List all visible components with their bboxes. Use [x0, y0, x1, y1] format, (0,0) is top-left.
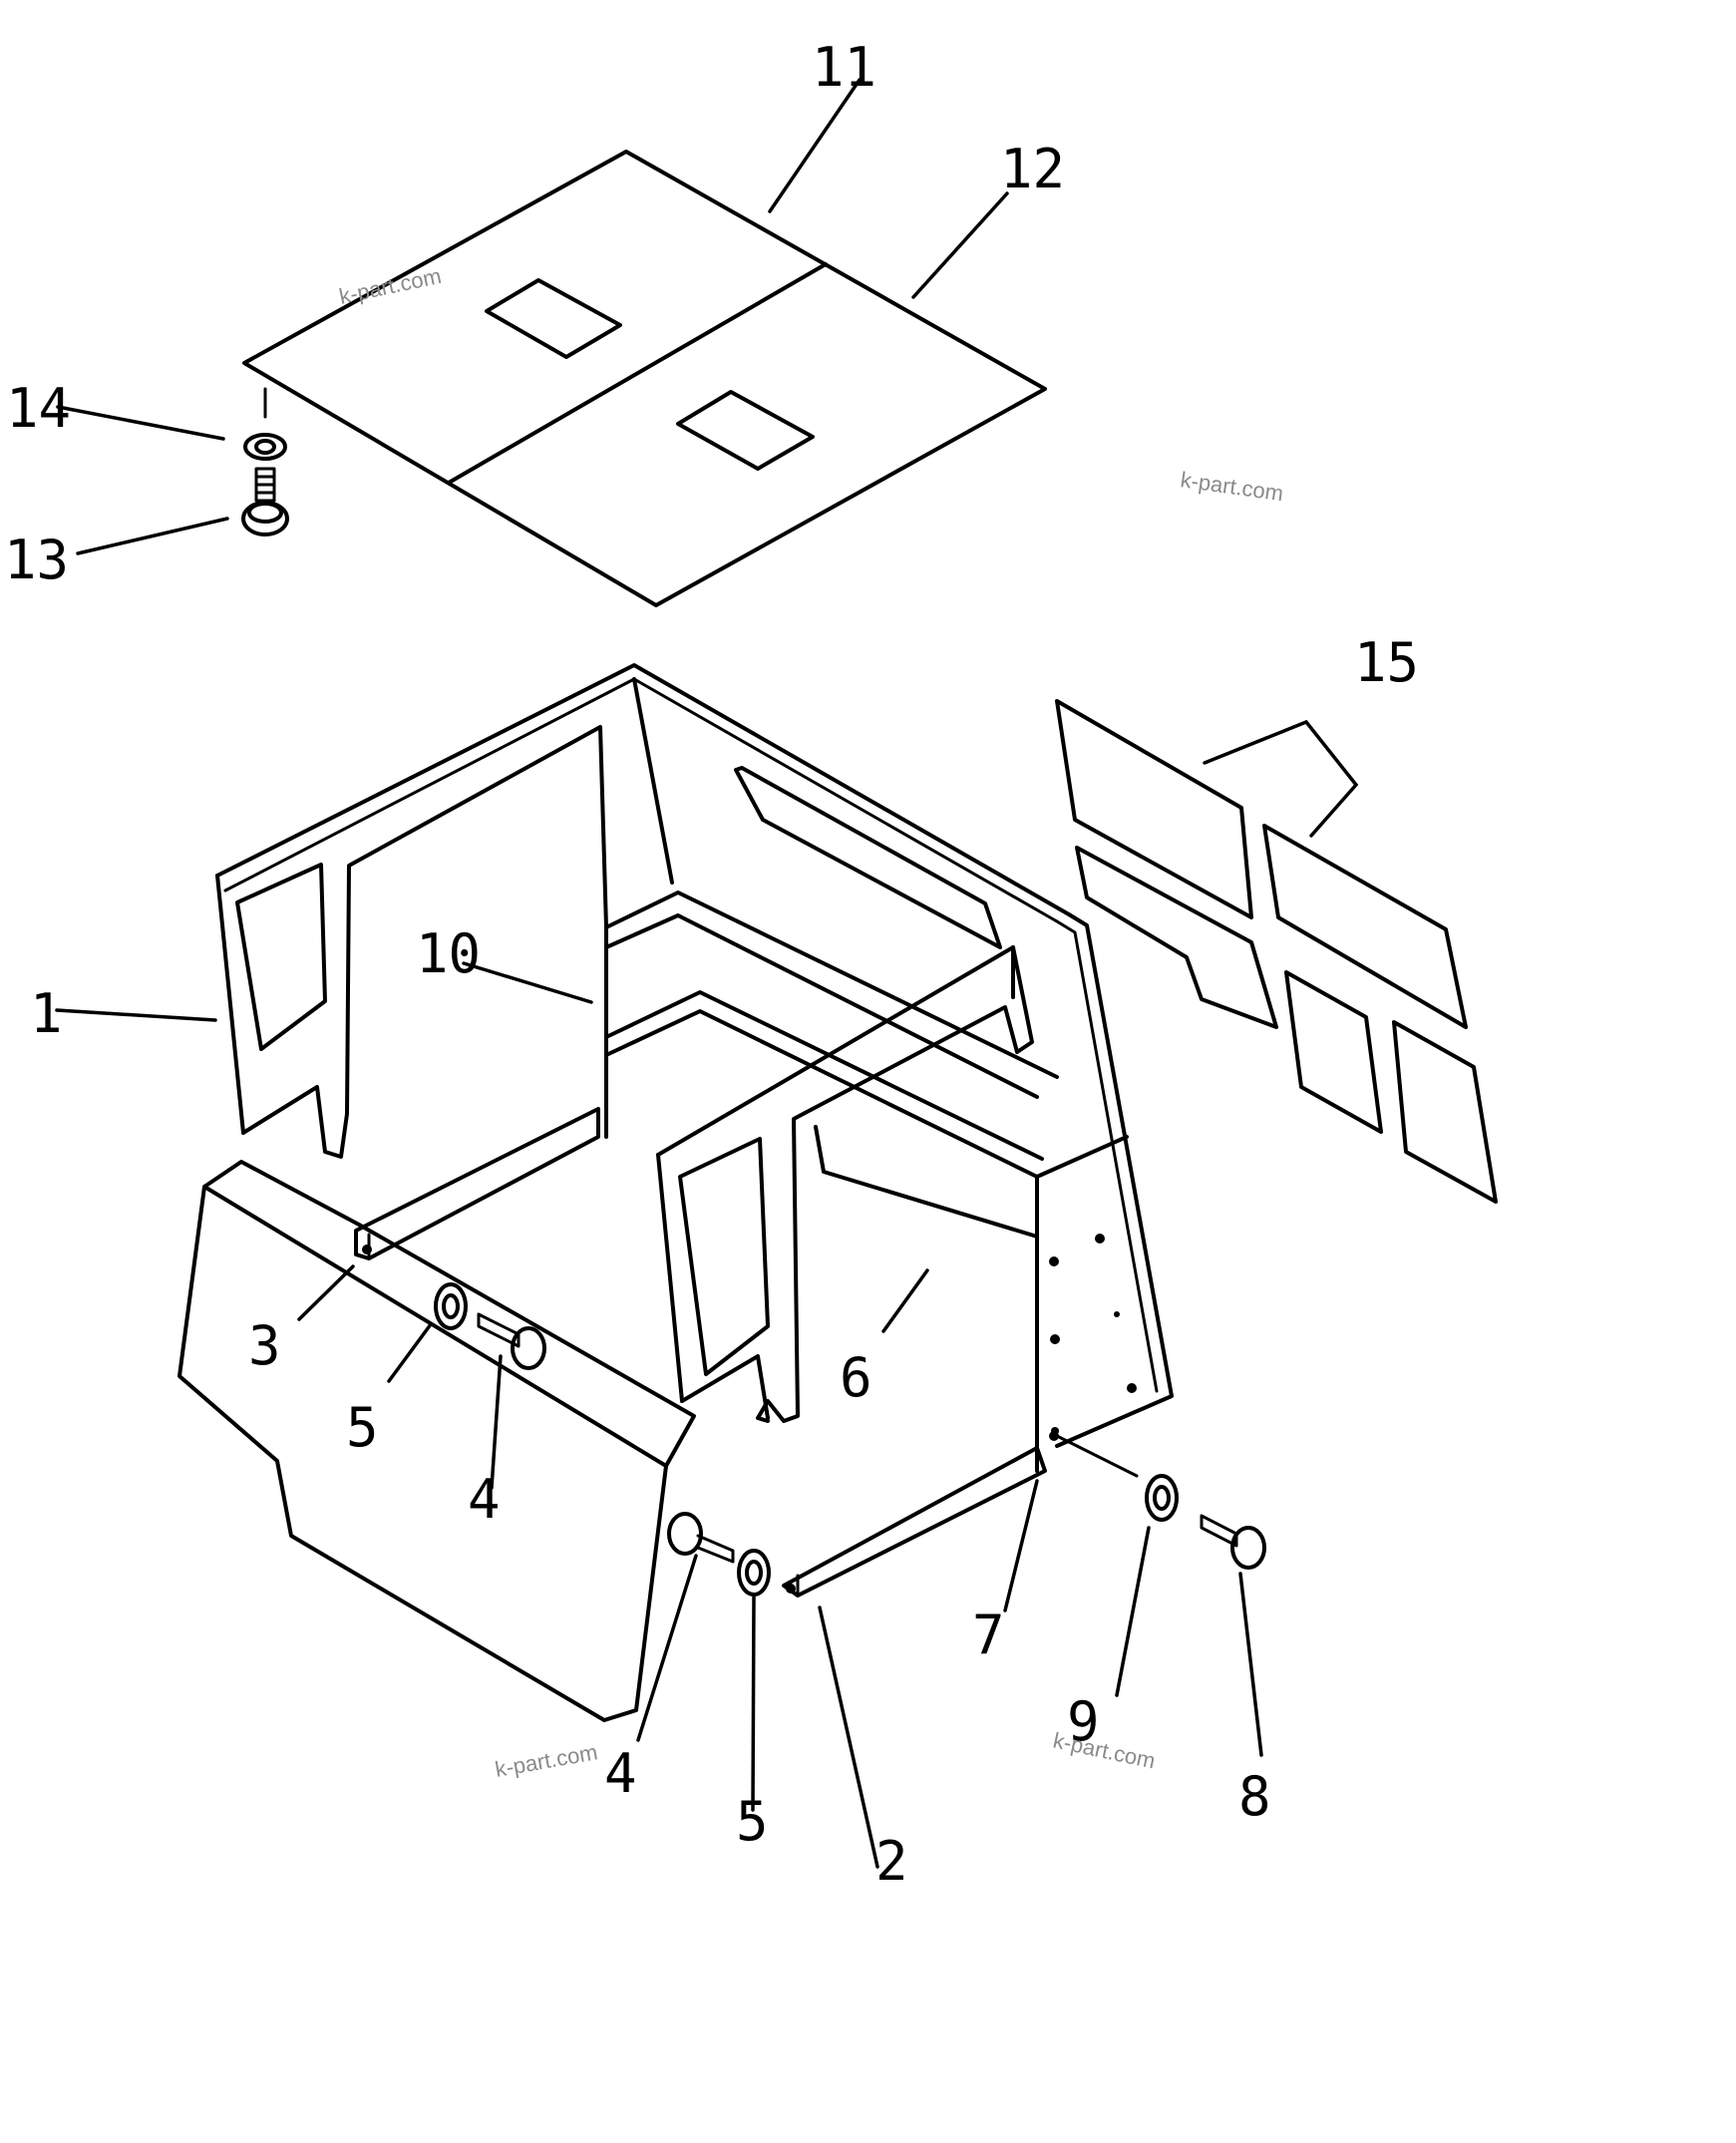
callout-5-upper: 5: [346, 1396, 379, 1459]
glass-set: [1055, 699, 1498, 1204]
bolt-9: [1145, 1474, 1266, 1570]
callout-2: 2: [875, 1830, 908, 1893]
callout-15: 15: [1354, 631, 1419, 694]
cab-frame: [215, 663, 1174, 1473]
callout-14: 14: [6, 377, 71, 440]
callout-6: 6: [840, 1346, 872, 1409]
callout-1: 1: [30, 982, 63, 1045]
callout-4-lower: 4: [604, 1742, 637, 1805]
leader-lines: [55, 78, 1359, 1869]
bolt-4-lower: [667, 1512, 771, 1597]
callout-10: 9: [1067, 1690, 1100, 1753]
callout-11: 11: [812, 36, 876, 99]
watermark: k-part.com: [1051, 1727, 1158, 1773]
lower-cover: [177, 1107, 1139, 1722]
callout-8: 10: [416, 922, 481, 985]
callout-7: 7: [972, 1604, 1005, 1666]
watermark: k-part.com: [494, 1739, 600, 1782]
watermark: k-part.com: [337, 263, 444, 309]
callout-numbers: 11 12 14 13 15 1 10 3 5 4 6 7 4 5 2 9 8: [4, 36, 1419, 1893]
roof-liner-panel: [242, 150, 1047, 607]
callout-5-lower: 5: [736, 1790, 769, 1853]
watermark: k-part.com: [1179, 467, 1284, 506]
bolt-4-upper: [434, 1282, 546, 1370]
callout-12: 12: [1000, 138, 1065, 200]
callout-9: 8: [1238, 1765, 1271, 1828]
callout-13: 13: [4, 529, 69, 591]
roof-bolt-13: [241, 387, 289, 536]
callout-4-upper: 4: [468, 1468, 501, 1531]
callout-3: 3: [248, 1314, 281, 1377]
